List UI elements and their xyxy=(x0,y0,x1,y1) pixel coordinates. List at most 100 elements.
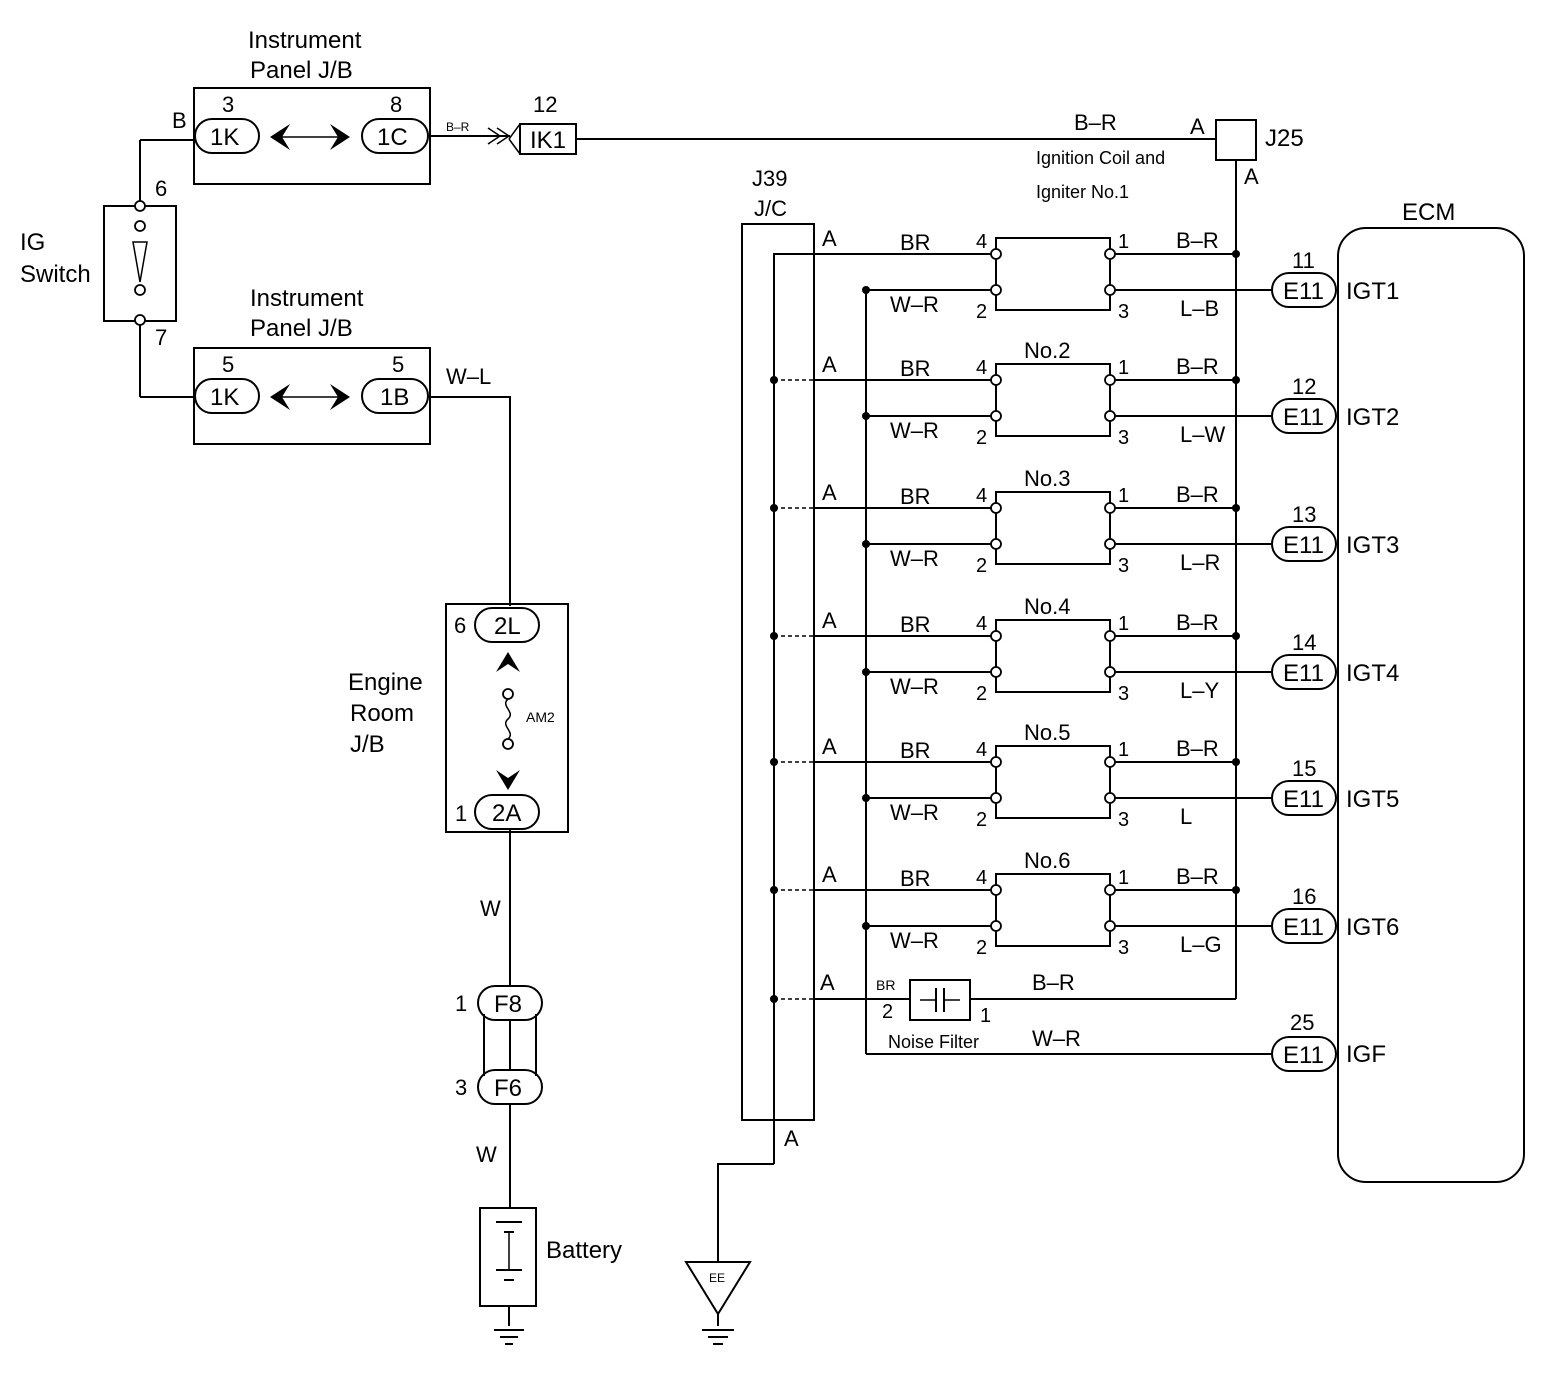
coil-1-j25-node xyxy=(1232,250,1240,258)
coil-4-ecm-conn-label: E11 xyxy=(1283,660,1324,687)
coil-1-ecm-conn-label: E11 xyxy=(1283,278,1324,305)
wire-b-label: B xyxy=(172,108,187,133)
coil-6-j25-node xyxy=(1232,886,1240,894)
coil-5-name: No.5 xyxy=(1024,720,1070,745)
noise-filter-wr: W–R xyxy=(1032,1026,1081,1051)
coil-6-br-label: BR xyxy=(900,866,931,891)
coil-1-ecm-conn xyxy=(1271,272,1337,308)
coil-3-wr-label: W–R xyxy=(890,546,939,571)
fusible-link: 1 F8 3 F6 xyxy=(455,985,543,1105)
coil-3-ecm-conn xyxy=(1271,526,1337,562)
wire-wl-label: W–L xyxy=(446,364,491,389)
coil-2-j25-node xyxy=(1232,376,1240,384)
coil-4-ecm-pin: 14 xyxy=(1292,630,1316,655)
coil-5-pin-3-label: 3 xyxy=(1118,809,1129,831)
coil-6-pin-a: A xyxy=(822,862,837,887)
noise-filter-label: Noise Filter xyxy=(888,1032,979,1052)
coil-2-ecm-pin: 12 xyxy=(1292,374,1316,399)
j25-pin-a-bottom: A xyxy=(1244,164,1259,189)
coil-3-br-out-label: B–R xyxy=(1176,482,1219,507)
coil-3-pin-3 xyxy=(1104,538,1116,550)
coil-2-pin-3-label: 3 xyxy=(1118,427,1129,449)
coil-5-ecm-conn xyxy=(1271,780,1337,816)
coil-2-pin-3 xyxy=(1104,410,1116,422)
coil-4-pin-3 xyxy=(1104,666,1116,678)
coil-4-br-label: BR xyxy=(900,612,931,637)
fusible-pin-1: 1 xyxy=(455,991,467,1016)
coil-4-pin-1-label: 1 xyxy=(1118,613,1129,635)
er-jb-label-3: J/B xyxy=(350,731,385,758)
coil-5-j25-node xyxy=(1232,758,1240,766)
coil-6-pin-2 xyxy=(990,920,1002,932)
coil-6-pin-3-label: 3 xyxy=(1118,937,1129,959)
ip-jb-top-conn-1c: 1C xyxy=(377,124,408,151)
coil-2-name: No.2 xyxy=(1024,338,1070,363)
coil-3-pin-4-label: 4 xyxy=(976,485,987,507)
ecm: ECM xyxy=(1337,199,1525,1183)
wire-br-small: B–R xyxy=(446,120,470,134)
ip-jb-bottom-title-1: Instrument xyxy=(250,285,364,312)
coil-1-pin-2-label: 2 xyxy=(976,301,987,323)
ground-ee-label: EE xyxy=(709,1271,725,1285)
coil-1-br-out-label: B–R xyxy=(1176,228,1219,253)
coil-3-ecm-pin: 13 xyxy=(1292,502,1316,527)
ecm-igf: 25 E11 IGF xyxy=(866,1010,1386,1072)
er-jb-label-1: Engine xyxy=(348,669,423,696)
coil-3-pin-1-label: 1 xyxy=(1118,485,1129,507)
coil-5-pin-a: A xyxy=(822,734,837,759)
coil-4-pin-2 xyxy=(990,666,1002,678)
coil-5-box xyxy=(995,745,1111,819)
ip-jb-top-title-2: Panel J/B xyxy=(250,57,353,84)
noise-filter-br-out: B–R xyxy=(1032,970,1075,995)
coil-2-ecm-conn-label: E11 xyxy=(1283,404,1324,431)
coil-1-ecm-pin: 11 xyxy=(1292,248,1315,273)
battery: Battery xyxy=(479,1207,622,1345)
coil-2-br-label: BR xyxy=(900,356,931,381)
ip-jb-bottom-title-2: Panel J/B xyxy=(250,315,353,342)
coil-6-ecm-conn-label: E11 xyxy=(1283,914,1324,941)
noise-filter-pin-a: A xyxy=(820,970,835,995)
coil-3-pin-4 xyxy=(990,502,1002,514)
coil-5-pin-2 xyxy=(990,792,1002,804)
wire-w-label-upper: W xyxy=(480,896,501,921)
coil-4-pin-4-label: 4 xyxy=(976,613,987,635)
connector-ik1: 12 IK1 xyxy=(508,92,1216,155)
coil-1-sig-label: L–B xyxy=(1180,296,1219,321)
coil-1-pin-2 xyxy=(990,284,1002,296)
coil-4-name: No.4 xyxy=(1024,594,1070,619)
noise-filter-pin-2: 2 xyxy=(882,1001,893,1023)
coil-2-ecm-conn xyxy=(1271,398,1337,434)
coil-5-pin-3 xyxy=(1104,792,1116,804)
fuse-am2-label: AM2 xyxy=(526,709,555,725)
coil-2-pin-2-label: 2 xyxy=(976,427,987,449)
coil-5-pin-4-label: 4 xyxy=(976,739,987,761)
coil-5-ecm-signal: IGT5 xyxy=(1346,786,1399,813)
coil-1-pin-3 xyxy=(1104,284,1116,296)
coil-3-ecm-conn-label: E11 xyxy=(1283,532,1324,559)
er-jb-conn-2l: 2L xyxy=(494,613,521,640)
j25-wire-br: B–R xyxy=(1074,110,1117,135)
coil-6-pin-4-label: 4 xyxy=(976,867,987,889)
coil-1-wr-label: W–R xyxy=(890,292,939,317)
coil-3-j25-node xyxy=(1232,504,1240,512)
junction-j39: J39 J/C A xyxy=(717,166,815,1262)
coil1-label-2: Igniter No.1 xyxy=(1036,182,1129,202)
coil-3-box xyxy=(995,491,1111,565)
ecm-label: ECM xyxy=(1402,199,1455,226)
engine-room-jb: AM2 6 2L 1 2A Engine Room J/B xyxy=(348,603,569,833)
coil-6-pin-3 xyxy=(1104,920,1116,932)
coil-3-pin-2 xyxy=(990,538,1002,550)
noise-filter-pin-1: 1 xyxy=(980,1005,991,1027)
coil-2-pin-4 xyxy=(990,374,1002,386)
coil-5-ecm-pin: 15 xyxy=(1292,756,1316,781)
ip-jb-top-conn-1k: 1K xyxy=(210,124,239,151)
er-jb-pin-6: 6 xyxy=(454,613,466,638)
coil-4-pin-2-label: 2 xyxy=(976,683,987,705)
coil-4-ecm-signal: IGT4 xyxy=(1346,660,1399,687)
coil-1-pin-a: A xyxy=(822,226,837,251)
coil-3-pin-3-label: 3 xyxy=(1118,555,1129,577)
coil-5-ecm-conn-label: E11 xyxy=(1283,786,1324,813)
coil-1-pin-4 xyxy=(990,248,1002,260)
coil-3-pin-a: A xyxy=(822,480,837,505)
